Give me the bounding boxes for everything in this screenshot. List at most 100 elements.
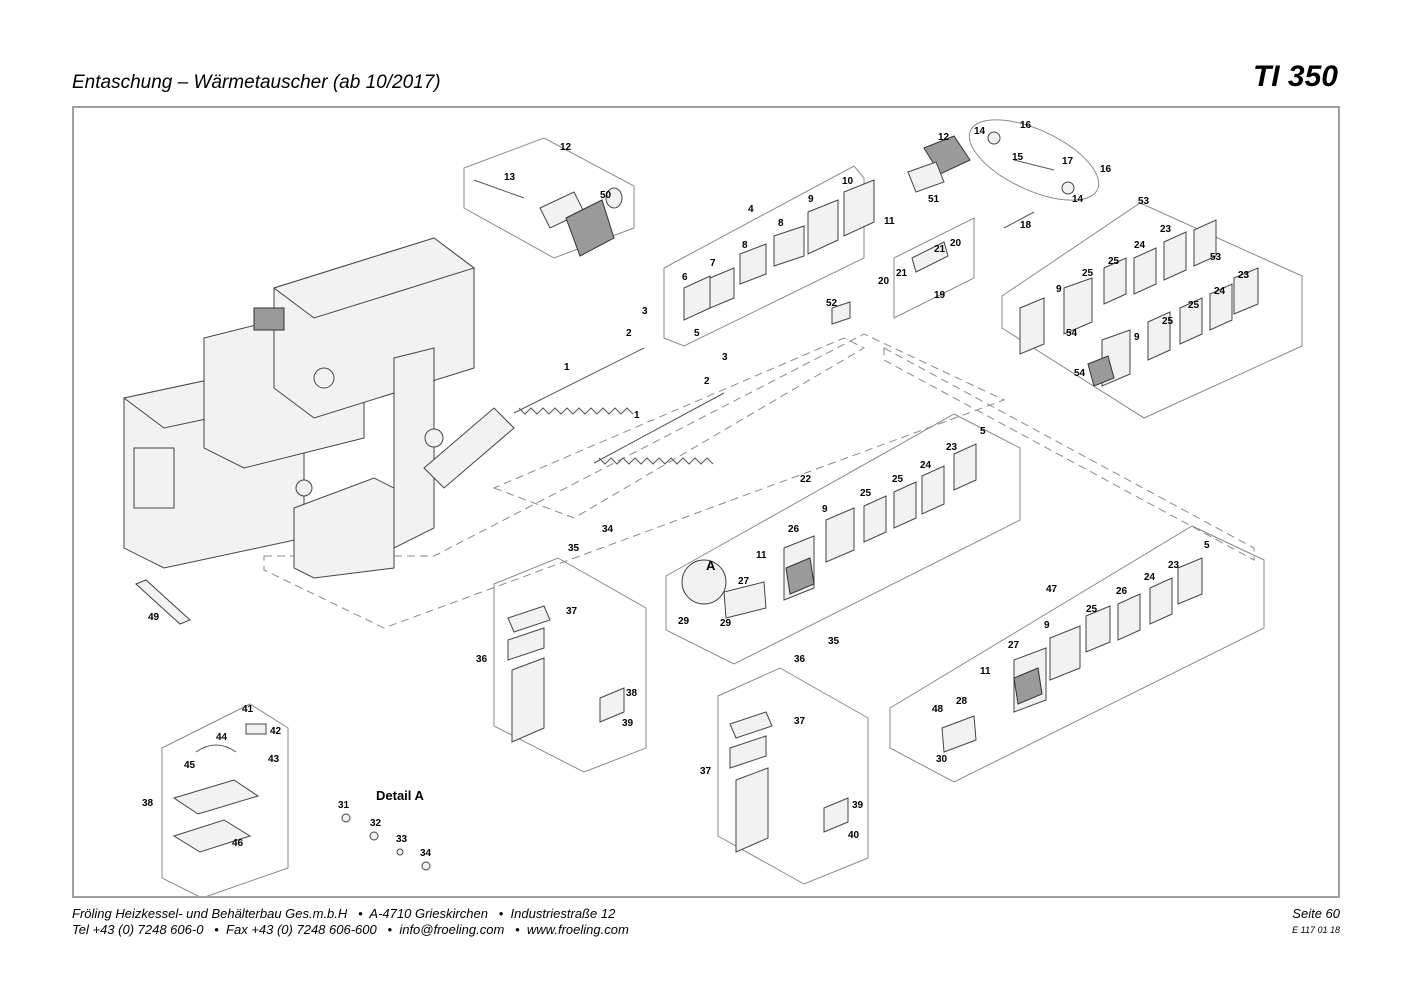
part-label: 50 <box>600 190 612 201</box>
box-14-flange-group <box>968 119 1100 201</box>
part-label: 27 <box>738 576 750 587</box>
part-label: 38 <box>142 798 154 809</box>
part-label: 42 <box>270 726 282 737</box>
part-label: 24 <box>920 460 932 471</box>
part-label: 41 <box>242 704 254 715</box>
part-label: 49 <box>148 612 160 623</box>
part-label: 35 <box>568 543 580 554</box>
part-label: 7 <box>710 258 716 269</box>
box-36-ashbin-low <box>717 667 869 885</box>
part-label-layer: 1 1 2 2 3 3 4 5 5 5 6 7 8 8 9 9 9 9 9 10… <box>142 120 1250 859</box>
exploded-parts-diagram: 1 1 2 2 3 3 4 5 5 5 6 7 8 8 9 9 9 9 9 10… <box>72 106 1340 898</box>
part-label: 3 <box>642 306 648 317</box>
part-label: 25 <box>892 474 904 485</box>
part-label: 24 <box>1144 572 1156 583</box>
part-label: 26 <box>788 524 800 535</box>
part-label: 25 <box>860 488 872 499</box>
part-label: 25 <box>1162 316 1174 327</box>
part-label: 1 <box>634 410 640 421</box>
part-label: 3 <box>722 352 728 363</box>
part-label: 20 <box>950 238 962 249</box>
part-label: 25 <box>1188 300 1200 311</box>
part-label: 2 <box>626 328 632 339</box>
part-label: 8 <box>742 240 748 251</box>
part-label: 11 <box>980 666 991 677</box>
box-4-plates <box>663 165 865 347</box>
footer-contact-line: Tel +43 (0) 7248 606-0 • Fax +43 (0) 724… <box>72 922 629 937</box>
part-label: 16 <box>1100 164 1112 175</box>
part-label: 20 <box>878 276 890 287</box>
part-label: 46 <box>232 838 244 849</box>
part-label: 22 <box>800 474 812 485</box>
part-label: 25 <box>1086 604 1098 615</box>
part-label: 9 <box>1056 284 1062 295</box>
box-36-ashbin-mid <box>493 557 647 773</box>
part-label: 53 <box>1210 252 1222 263</box>
part-label: 23 <box>1160 224 1172 235</box>
part-label: 17 <box>1062 156 1074 167</box>
part-label: 34 <box>420 848 432 859</box>
part-label: 6 <box>682 272 688 283</box>
part-label: 47 <box>1046 584 1058 595</box>
outline-boiler-group <box>263 333 1006 629</box>
part-label: 18 <box>1020 220 1032 231</box>
part-label: 32 <box>370 818 382 829</box>
part-label: 25 <box>1082 268 1094 279</box>
part-label: 38 <box>626 688 638 699</box>
screw-conveyor-lower <box>593 392 725 465</box>
plates-group-52 <box>1019 219 1259 387</box>
part-label: 23 <box>1168 560 1180 571</box>
part-label: 24 <box>1214 286 1226 297</box>
part-label: 40 <box>848 830 860 841</box>
detail-a-label: Detail A <box>376 788 425 803</box>
boiler-body <box>122 237 515 579</box>
flange-14-group <box>987 131 1075 229</box>
part-label: 2 <box>704 376 710 387</box>
part-label: 29 <box>720 618 732 629</box>
document-number: E 117 01 18 <box>1292 925 1340 935</box>
part-label: 14 <box>974 126 986 137</box>
plates-group-46 <box>941 557 1203 753</box>
box-22-plates <box>665 413 1021 665</box>
part-label: 16 <box>1020 120 1032 131</box>
part-label: 13 <box>504 172 516 183</box>
part-label: 34 <box>602 524 614 535</box>
rail-48 <box>135 579 191 625</box>
part-label: 37 <box>700 766 712 777</box>
part-label: 31 <box>338 800 350 811</box>
detail-a-marker: A <box>706 558 716 573</box>
part-label: 54 <box>1074 368 1086 379</box>
plates-group-4 <box>683 179 875 321</box>
part-label: 9 <box>1134 332 1140 343</box>
part-label: 37 <box>566 606 578 617</box>
part-label: 12 <box>560 142 572 153</box>
part-label: 24 <box>1134 240 1146 251</box>
part-label: 5 <box>980 426 986 437</box>
part-label: 25 <box>1108 256 1120 267</box>
part-label: 52 <box>826 298 838 309</box>
part-label: 36 <box>476 654 488 665</box>
part-label: 26 <box>1116 586 1128 597</box>
box-19-bracket <box>893 217 975 319</box>
part-label: 36 <box>794 654 806 665</box>
bracket-19 <box>831 241 949 325</box>
diagram-canvas: 1 1 2 2 3 3 4 5 5 5 6 7 8 8 9 9 9 9 9 10… <box>122 119 1303 896</box>
model-name: TI 350 <box>1252 60 1338 93</box>
plates-group-22 <box>681 443 977 619</box>
part-label: 9 <box>822 504 828 515</box>
part-label: 23 <box>1238 270 1250 281</box>
part-label: 44 <box>216 732 228 743</box>
part-label: 11 <box>756 550 767 561</box>
box-12-motor-top <box>463 137 635 259</box>
footer-company-line: Fröling Heizkessel- und Behälterbau Ges.… <box>72 906 616 921</box>
ash-bin-mid <box>507 605 625 743</box>
part-label: 45 <box>184 760 196 771</box>
part-label: 14 <box>1072 194 1084 205</box>
part-label: 37 <box>794 716 806 727</box>
part-label: 8 <box>778 218 784 229</box>
part-label: 35 <box>828 636 840 647</box>
outline-lower-right-group <box>883 347 1255 561</box>
part-label: 11 <box>884 216 895 227</box>
part-label: 5 <box>694 328 700 339</box>
lid-detail-37 <box>172 723 267 853</box>
